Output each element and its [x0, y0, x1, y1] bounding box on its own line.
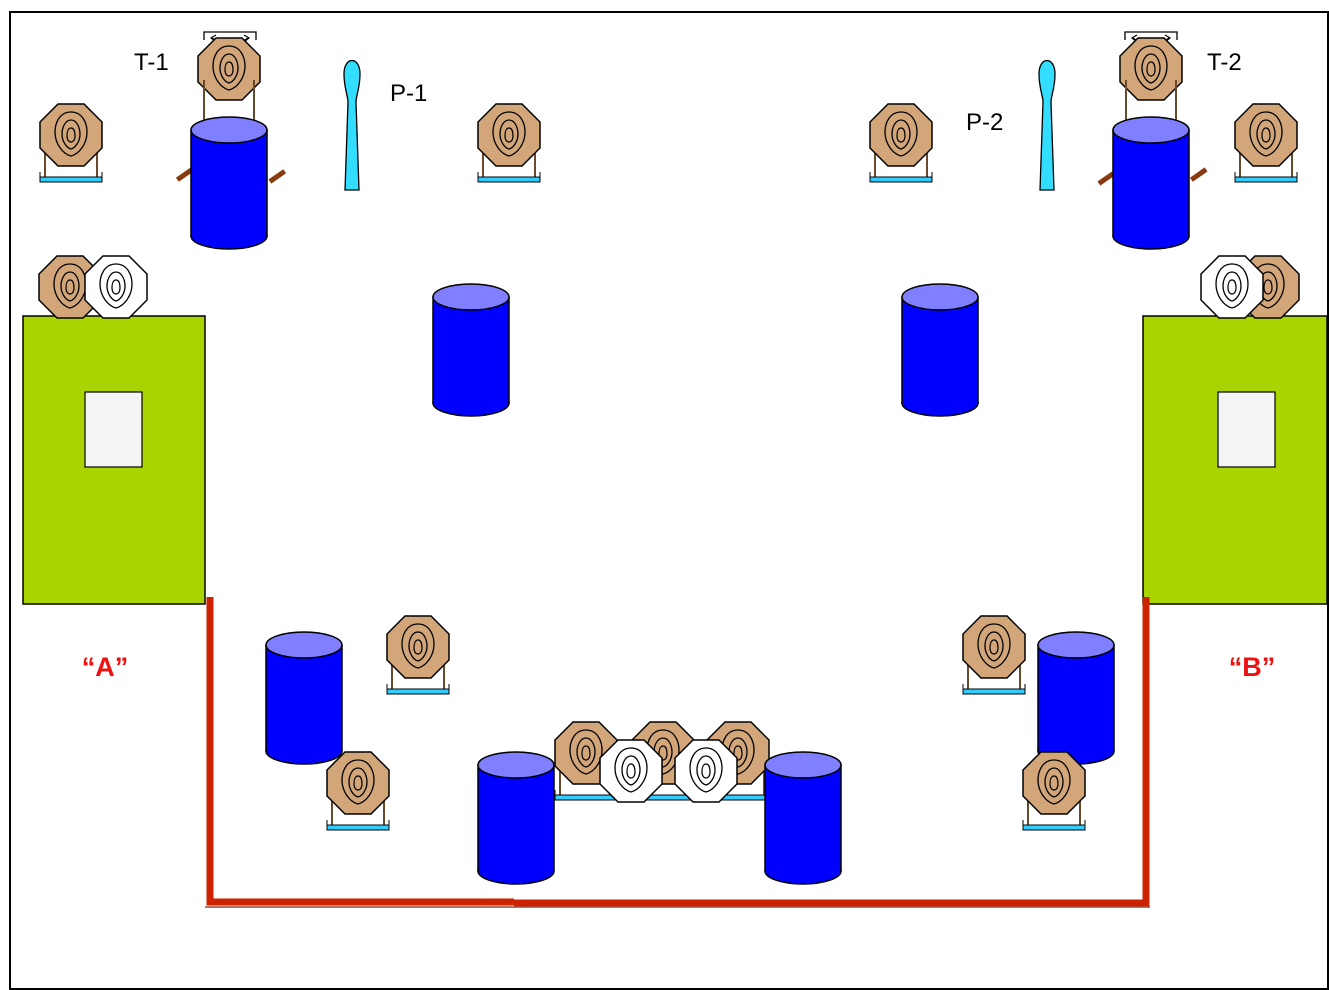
paper-target-icon [39, 103, 103, 183]
label-p1: P-1 [390, 80, 427, 107]
swinger-arm [1189, 167, 1208, 182]
paper-target-icon [477, 103, 541, 183]
barrel-icon [432, 283, 510, 417]
swinger-target-icon [197, 37, 261, 101]
no-shoot-target-icon [599, 739, 663, 803]
swinger-arm [175, 167, 194, 182]
popper-icon [1038, 59, 1056, 191]
no-shoot-target-icon [84, 255, 148, 319]
label-p2: P-2 [966, 109, 1003, 136]
paper-target-icon [1022, 751, 1086, 831]
barrel-icon [901, 283, 979, 417]
swinger-arm [268, 169, 287, 184]
swinger-arm [1097, 171, 1116, 186]
label-t1: T-1 [134, 49, 169, 76]
barrel-icon [190, 116, 268, 250]
no-shoot-target-icon [1200, 255, 1264, 319]
fault-line [205, 597, 1150, 908]
no-shoot-target-icon [674, 739, 738, 803]
area-label-a: “A” [82, 652, 129, 682]
paper-target-icon [1234, 103, 1298, 183]
barrel-icon [1037, 631, 1115, 765]
barrel-icon [477, 751, 555, 885]
swinger-target-icon [1119, 37, 1183, 101]
start-box-a [22, 315, 206, 605]
area-label-b: “B” [1229, 652, 1276, 682]
start-box-b [1142, 315, 1328, 605]
paper-target-icon [386, 615, 450, 695]
barrel-icon [265, 631, 343, 765]
label-t2: T-2 [1207, 49, 1242, 76]
stage-border [9, 11, 1329, 990]
barrel-icon [1112, 116, 1190, 250]
paper-target-icon [869, 103, 933, 183]
popper-icon [343, 59, 361, 191]
barrel-icon [764, 751, 842, 885]
paper-target-icon [326, 751, 390, 831]
paper-target-icon [962, 615, 1026, 695]
